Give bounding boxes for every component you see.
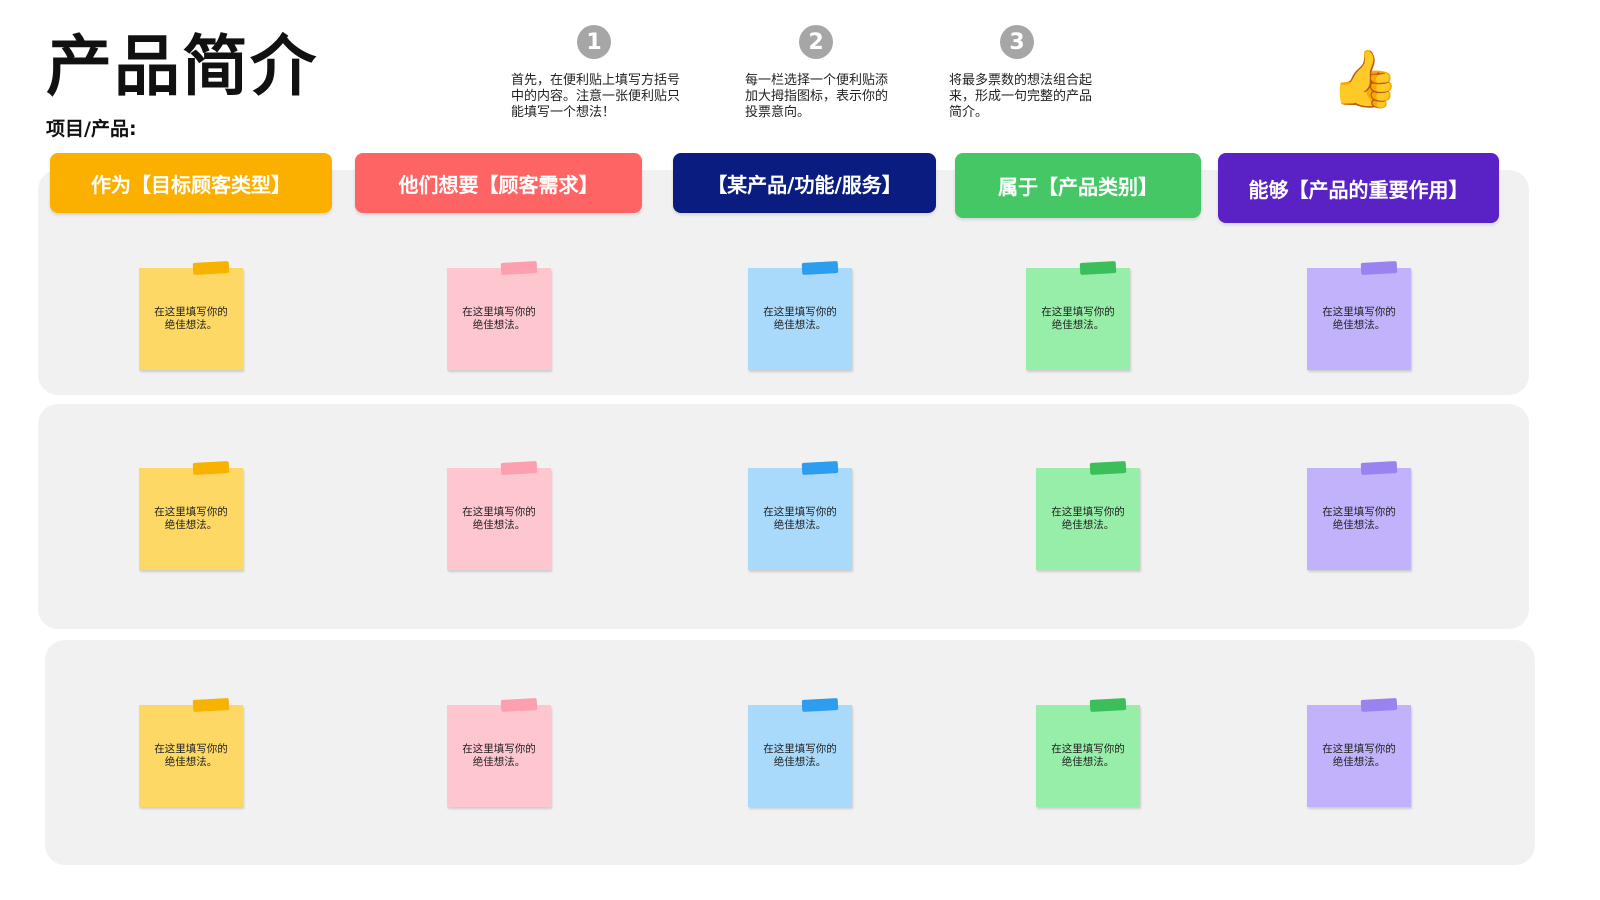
sticky-note[interactable]: 在这里填写你的绝佳想法。 [139, 698, 243, 807]
note-tape [500, 698, 538, 712]
column-header-product: 【某产品/功能/服务】 [673, 153, 936, 213]
note-text: 在这里填写你的绝佳想法。 [1041, 306, 1115, 331]
sticky-note[interactable]: 在这里填写你的绝佳想法。 [139, 461, 243, 570]
note-tape [1089, 461, 1127, 475]
note-tape [500, 461, 538, 475]
step-3-text: 将最多票数的想法组合起来，形成一句完整的产品简介。 [949, 73, 1093, 120]
project-label: 项目/产品: [46, 118, 137, 140]
note-text: 在这里填写你的绝佳想法。 [154, 743, 228, 768]
note-tape [192, 461, 230, 475]
sticky-note[interactable]: 在这里填写你的绝佳想法。 [1036, 461, 1140, 570]
sticky-note[interactable]: 在这里填写你的绝佳想法。 [139, 261, 243, 370]
note-tape [801, 261, 839, 275]
note-tape [192, 698, 230, 712]
note-text: 在这里填写你的绝佳想法。 [763, 743, 837, 768]
step-2-badge: 2 [799, 25, 833, 59]
sticky-note[interactable]: 在这里填写你的绝佳想法。 [748, 261, 852, 370]
note-text: 在这里填写你的绝佳想法。 [1322, 743, 1396, 768]
note-text: 在这里填写你的绝佳想法。 [763, 506, 837, 531]
column-header-benefit: 能够【产品的重要作用】 [1218, 153, 1499, 223]
step-1-badge: 1 [577, 25, 611, 59]
note-text: 在这里填写你的绝佳想法。 [462, 506, 536, 531]
column-header-category: 属于【产品类别】 [955, 153, 1201, 218]
note-text: 在这里填写你的绝佳想法。 [154, 306, 228, 331]
note-tape [1089, 698, 1127, 712]
note-tape [1360, 261, 1398, 275]
note-tape [1079, 261, 1117, 275]
note-tape [192, 261, 230, 275]
note-text: 在这里填写你的绝佳想法。 [763, 306, 837, 331]
thumbs-up-icon[interactable]: 👍 [1330, 47, 1400, 112]
sticky-note[interactable]: 在这里填写你的绝佳想法。 [1036, 698, 1140, 807]
sticky-note[interactable]: 在这里填写你的绝佳想法。 [447, 261, 551, 370]
note-tape [500, 261, 538, 275]
sticky-note[interactable]: 在这里填写你的绝佳想法。 [1307, 461, 1411, 570]
sticky-note[interactable]: 在这里填写你的绝佳想法。 [748, 461, 852, 570]
note-tape [801, 698, 839, 712]
note-text: 在这里填写你的绝佳想法。 [1322, 306, 1396, 331]
note-text: 在这里填写你的绝佳想法。 [462, 306, 536, 331]
note-tape [801, 461, 839, 475]
sticky-note[interactable]: 在这里填写你的绝佳想法。 [447, 698, 551, 807]
column-header-need: 他们想要【顾客需求】 [355, 153, 642, 213]
note-text: 在这里填写你的绝佳想法。 [1051, 506, 1125, 531]
note-text: 在这里填写你的绝佳想法。 [154, 506, 228, 531]
page-title: 产品简介 [46, 28, 318, 105]
sticky-note[interactable]: 在这里填写你的绝佳想法。 [1307, 698, 1411, 807]
note-text: 在这里填写你的绝佳想法。 [1051, 743, 1125, 768]
note-tape [1360, 461, 1398, 475]
step-1-text: 首先，在便利贴上填写方括号中的内容。注意一张便利贴只能填写一个想法！ [511, 73, 681, 120]
note-text: 在这里填写你的绝佳想法。 [1322, 506, 1396, 531]
sticky-note[interactable]: 在这里填写你的绝佳想法。 [1026, 261, 1130, 370]
sticky-note[interactable]: 在这里填写你的绝佳想法。 [748, 698, 852, 807]
step-2-text: 每一栏选择一个便利贴添加大拇指图标，表示你的投票意向。 [745, 73, 889, 120]
note-text: 在这里填写你的绝佳想法。 [462, 743, 536, 768]
sticky-note[interactable]: 在这里填写你的绝佳想法。 [1307, 261, 1411, 370]
sticky-note[interactable]: 在这里填写你的绝佳想法。 [447, 461, 551, 570]
column-header-customer: 作为【目标顾客类型】 [50, 153, 332, 213]
step-3-badge: 3 [1000, 25, 1034, 59]
note-tape [1360, 698, 1398, 712]
